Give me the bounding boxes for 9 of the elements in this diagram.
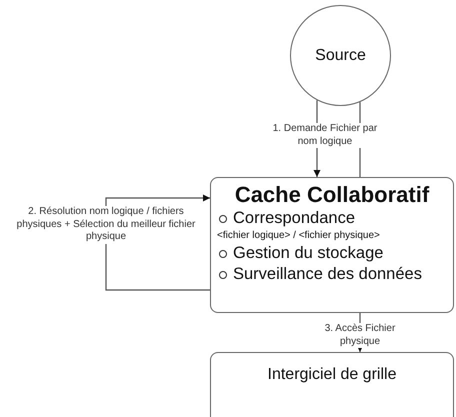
- process-box: [210, 177, 454, 313]
- box-label: Intergiciel de grille: [268, 366, 396, 384]
- bullet-item: Gestion du stockage: [217, 243, 384, 264]
- title: Cache Collaboratif: [234, 182, 430, 208]
- item-detail: <fichier logique> / <fichier physique>: [217, 229, 380, 243]
- circle-label: Source: [315, 46, 366, 64]
- process-box: [210, 352, 454, 417]
- bullet-item: Surveillance des données: [217, 264, 422, 285]
- bullet-item: Correspondance: [217, 208, 355, 229]
